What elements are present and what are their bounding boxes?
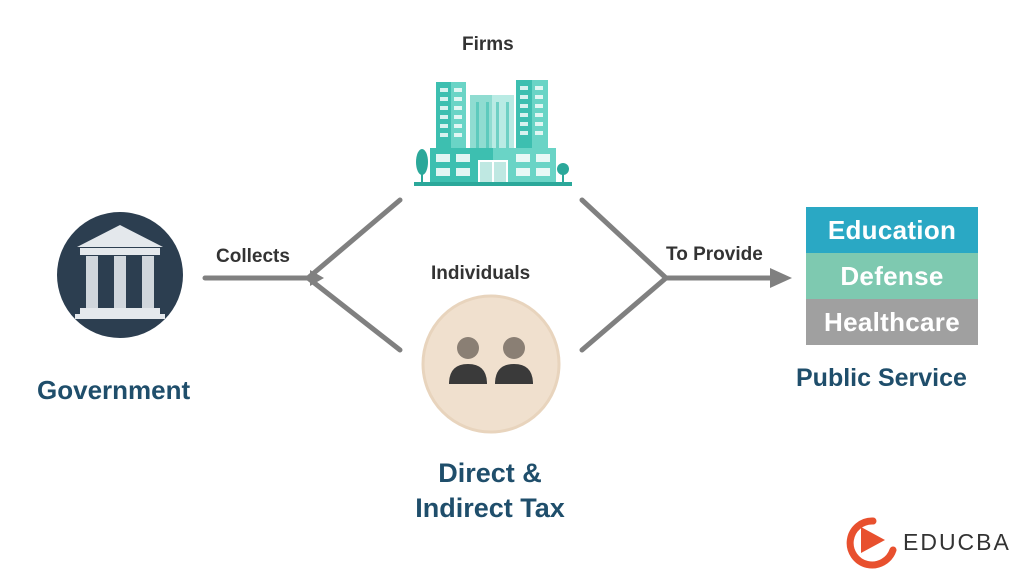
- service-education: Education: [806, 207, 978, 253]
- service-healthcare-label: Healthcare: [824, 306, 960, 337]
- flow-arrows: [202, 197, 775, 353]
- provide-branch-down: [579, 275, 669, 353]
- tax-title-line2: Indirect Tax: [415, 493, 565, 523]
- tax-title-line1: Direct &: [438, 458, 542, 488]
- collects-branch-up: [305, 197, 403, 281]
- to-provide-label: To Provide: [666, 244, 763, 265]
- firms-label: Firms: [462, 34, 514, 55]
- collects-branch-down: [305, 275, 403, 353]
- individuals-label: Individuals: [431, 263, 531, 284]
- government-building-icon: [57, 212, 183, 338]
- public-service-title: Public Service: [796, 364, 967, 392]
- tax-title: Direct & Indirect Tax: [400, 456, 580, 526]
- service-defense-label: Defense: [840, 260, 944, 291]
- collects-label: Collects: [216, 246, 290, 267]
- individuals-people-icon: [421, 294, 561, 434]
- educba-logo-icon: [846, 517, 897, 569]
- provide-arrowhead: [770, 268, 792, 288]
- service-healthcare: Healthcare: [806, 299, 978, 345]
- government-title: Government: [37, 375, 191, 405]
- firms-building-icon: [414, 80, 572, 186]
- collects-arrowhead: [310, 270, 324, 286]
- provide-branch-up: [579, 197, 669, 281]
- service-defense: Defense: [806, 253, 978, 299]
- service-education-label: Education: [827, 214, 957, 245]
- educba-logo-text: EDUCBA: [903, 529, 1011, 555]
